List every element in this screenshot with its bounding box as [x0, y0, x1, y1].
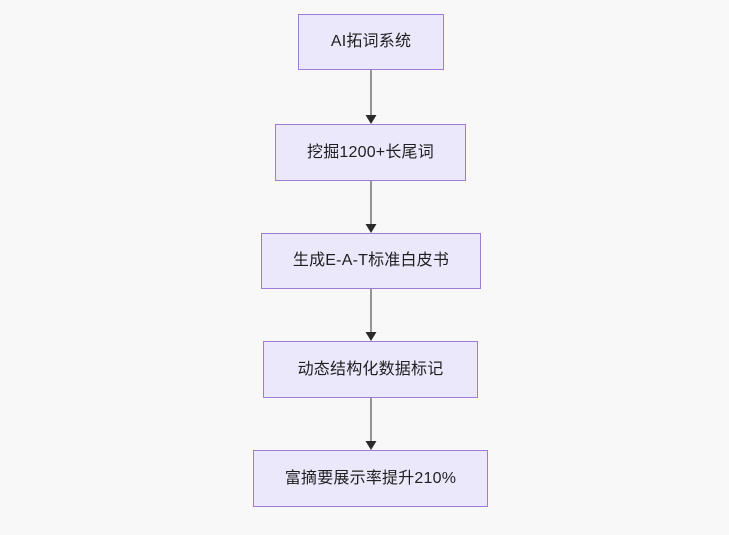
flow-node-label: 富摘要展示率提升210% — [284, 469, 457, 487]
flow-node-n4[interactable]: 动态结构化数据标记 — [263, 341, 478, 398]
edge-arrowhead-icon — [365, 441, 377, 450]
flow-node-label: AI拓词系统 — [330, 33, 412, 51]
flow-node-label: 生成E-A-T标准白皮书 — [292, 252, 450, 270]
flow-edge-e3 — [365, 289, 377, 341]
flow-node-n5[interactable]: 富摘要展示率提升210% — [253, 450, 488, 507]
flow-node-n3[interactable]: 生成E-A-T标准白皮书 — [261, 233, 481, 289]
flow-node-n2[interactable]: 挖掘1200+长尾词 — [275, 124, 466, 181]
flow-node-n1[interactable]: AI拓词系统 — [298, 14, 444, 70]
edge-arrowhead-icon — [365, 332, 377, 341]
flow-edge-e4 — [365, 398, 377, 450]
flow-edge-e1 — [365, 70, 377, 124]
flow-edge-e2 — [365, 181, 377, 233]
edge-arrowhead-icon — [365, 115, 377, 124]
flow-node-label: 挖掘1200+长尾词 — [307, 143, 434, 161]
edge-arrowhead-icon — [365, 224, 377, 233]
flow-node-label: 动态结构化数据标记 — [297, 360, 444, 378]
